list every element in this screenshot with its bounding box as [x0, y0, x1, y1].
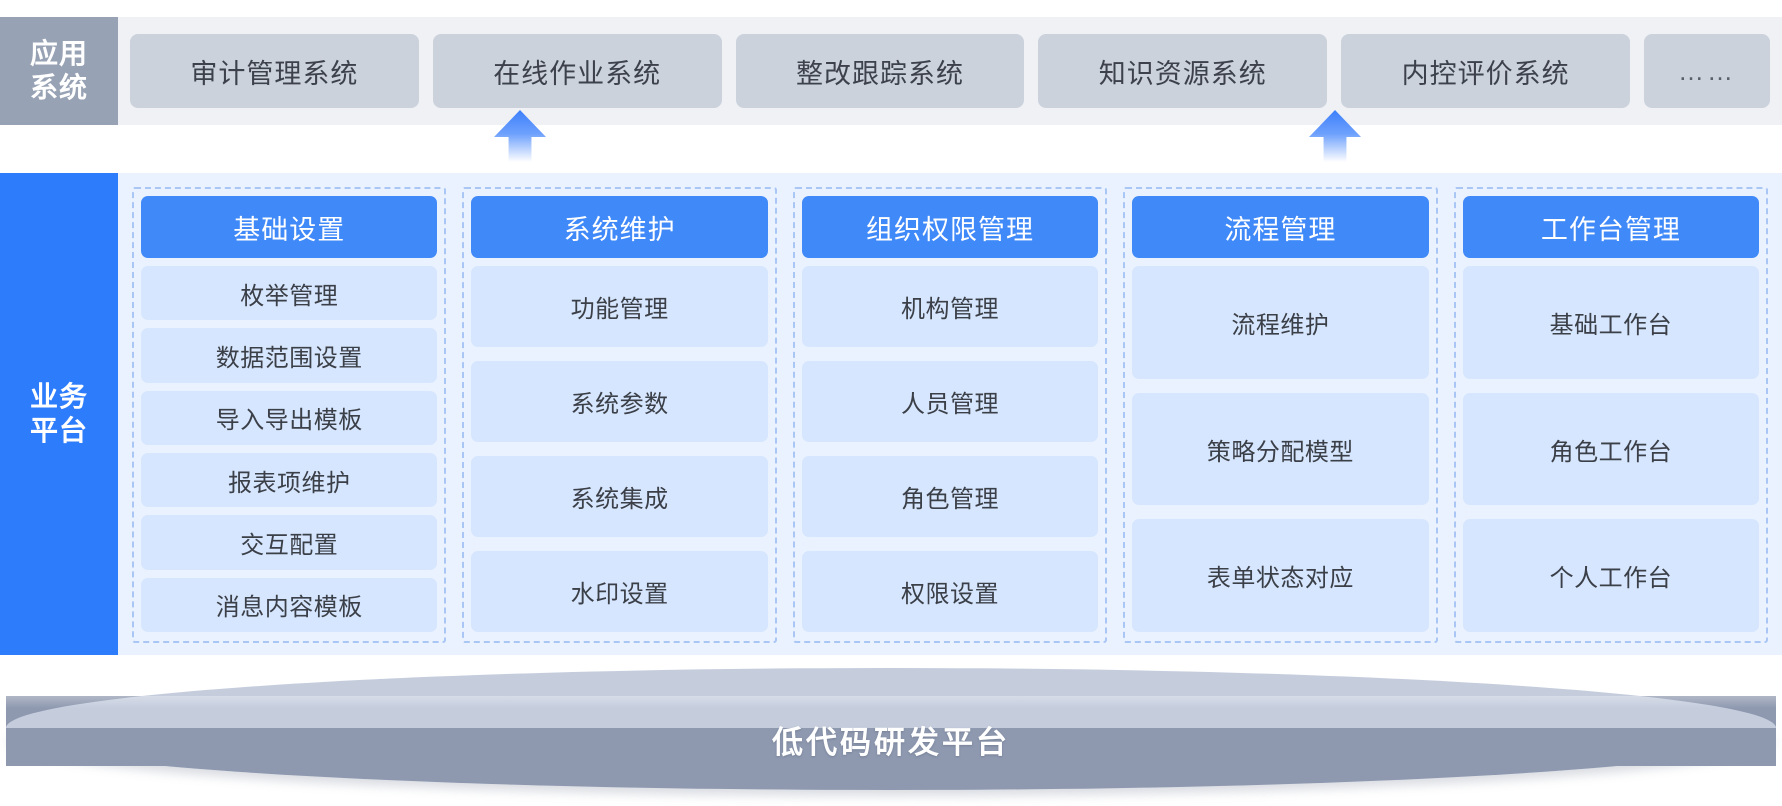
business-platform-columns: 基础设置 枚举管理 数据范围设置 导入导出模板 报表项维护 交互配置 消息内容模…: [118, 173, 1782, 655]
module-item-import-export-template[interactable]: 导入导出模板: [141, 390, 438, 445]
app-system-more-ellipsis[interactable]: ……: [1643, 34, 1770, 108]
business-platform-row: 业务 平台 基础设置 枚举管理 数据范围设置 导入导出模板 报表项维护 交互配置…: [0, 173, 1782, 655]
application-side-label-line-2: 系统: [29, 72, 88, 103]
module-item-form-status-mapping[interactable]: 表单状态对应: [1132, 519, 1429, 633]
module-group-workbench-management: 工作台管理 基础工作台 角色工作台 个人工作台: [1453, 187, 1769, 643]
application-system-row: 应用 系统 审计管理系统 在线作业系统 整改跟踪系统 知识资源系统 内控评价系统…: [0, 17, 1782, 125]
module-item-role-workbench[interactable]: 角色工作台: [1462, 392, 1760, 506]
module-group-title-workbench-management[interactable]: 工作台管理: [1462, 196, 1760, 258]
module-item-personal-workbench[interactable]: 个人工作台: [1462, 519, 1760, 633]
module-item-policy-allocation-model[interactable]: 策略分配模型: [1132, 392, 1429, 506]
module-item-role-management[interactable]: 角色管理: [801, 456, 1099, 537]
app-system-rectification-tracking[interactable]: 整改跟踪系统: [735, 34, 1025, 108]
low-code-platform-base: 低代码研发平台: [6, 668, 1776, 790]
module-group-org-permission-management: 组织权限管理 机构管理 人员管理 角色管理 权限设置: [792, 187, 1108, 643]
module-item-system-integration[interactable]: 系统集成: [471, 456, 768, 537]
module-item-interaction-config[interactable]: 交互配置: [141, 515, 438, 570]
module-item-function-management[interactable]: 功能管理: [471, 266, 768, 347]
business-platform-side-label: 业务 平台: [0, 173, 118, 655]
low-code-platform-label: 低代码研发平台: [772, 724, 1010, 760]
module-item-permission-settings[interactable]: 权限设置: [801, 551, 1099, 632]
module-group-process-management: 流程管理 流程维护 策略分配模型 表单状态对应: [1123, 187, 1438, 643]
module-item-list-basic-settings: 枚举管理 数据范围设置 导入导出模板 报表项维护 交互配置 消息内容模板: [141, 266, 438, 632]
module-item-basic-workbench[interactable]: 基础工作台: [1462, 266, 1760, 379]
module-group-basic-settings: 基础设置 枚举管理 数据范围设置 导入导出模板 报表项维护 交互配置 消息内容模…: [132, 187, 447, 643]
module-item-system-parameters[interactable]: 系统参数: [471, 361, 768, 442]
module-item-data-scope-settings[interactable]: 数据范围设置: [141, 328, 438, 383]
app-system-audit-management[interactable]: 审计管理系统: [130, 34, 419, 108]
app-system-online-operation[interactable]: 在线作业系统: [432, 34, 722, 108]
application-side-label-line-1: 应用: [29, 37, 88, 69]
app-system-knowledge-resource[interactable]: 知识资源系统: [1038, 34, 1328, 108]
module-item-list-org-permission-management: 机构管理 人员管理 角色管理 权限设置: [801, 266, 1099, 632]
module-item-report-item-maintenance[interactable]: 报表项维护: [141, 452, 438, 508]
module-group-system-maintenance: 系统维护 功能管理 系统参数 系统集成 水印设置: [462, 187, 777, 643]
application-system-side-label: 应用 系统: [0, 17, 118, 125]
module-item-list-process-management: 流程维护 策略分配模型 表单状态对应: [1132, 266, 1429, 633]
module-item-list-system-maintenance: 功能管理 系统参数 系统集成 水印设置: [471, 266, 768, 632]
module-group-title-org-permission-management[interactable]: 组织权限管理: [801, 196, 1099, 258]
business-side-label-line-2: 平台: [29, 415, 88, 446]
module-item-message-content-template[interactable]: 消息内容模板: [141, 577, 438, 632]
module-group-title-system-maintenance[interactable]: 系统维护: [471, 196, 768, 258]
module-item-list-workbench-management: 基础工作台 角色工作台 个人工作台: [1462, 266, 1760, 633]
platform-sheen: [6, 696, 1776, 708]
module-item-enum-management[interactable]: 枚举管理: [141, 266, 438, 321]
module-group-title-process-management[interactable]: 流程管理: [1132, 196, 1429, 258]
business-side-label-line-1: 业务: [29, 380, 88, 412]
module-item-organization-management[interactable]: 机构管理: [801, 266, 1099, 347]
module-item-watermark-settings[interactable]: 水印设置: [471, 551, 768, 632]
module-item-process-maintenance[interactable]: 流程维护: [1132, 266, 1429, 379]
module-item-personnel-management[interactable]: 人员管理: [801, 361, 1099, 442]
module-group-title-basic-settings[interactable]: 基础设置: [141, 196, 438, 258]
application-system-list: 审计管理系统 在线作业系统 整改跟踪系统 知识资源系统 内控评价系统 ……: [118, 17, 1782, 125]
app-system-internal-control-evaluation[interactable]: 内控评价系统: [1341, 34, 1630, 108]
